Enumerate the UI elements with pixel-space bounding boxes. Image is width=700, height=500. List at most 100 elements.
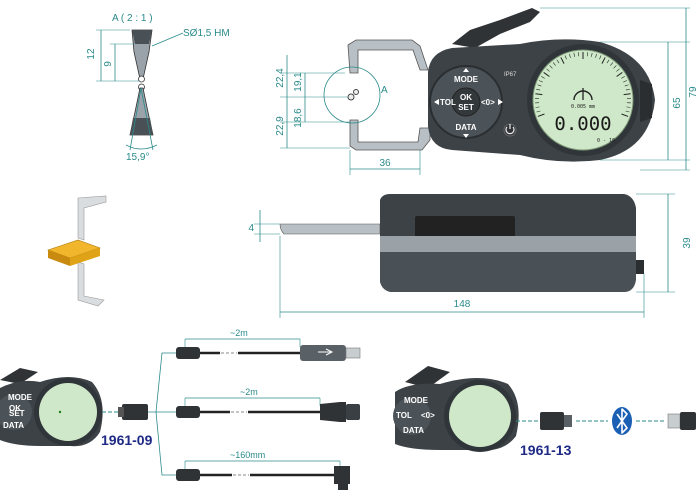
scale-tick [536,88,541,91]
usb-cable-length: ~2m [230,328,248,338]
lifting-lever [452,8,540,48]
zero-button-label: <0> [481,98,495,107]
usb-plug [300,345,346,361]
small-right-data: DATA [403,426,424,435]
scale-tick [616,72,623,77]
scale-tick [535,106,540,108]
wireless-diagram: MODE TOL <0> DATA 1961-13 [393,366,696,458]
rs232-cable: ~2m [176,387,360,422]
detail-dim-9: 9 [103,61,114,67]
tol-button[interactable]: TOL [434,98,456,107]
scale-tick [613,65,617,69]
data-button[interactable]: DATA [455,123,477,138]
dim-36: 36 [379,158,391,169]
bluetooth-adapter-1961-13 [540,412,564,430]
analog-scale [535,52,631,117]
scale-tick [543,72,550,77]
small-right-mode: MODE [404,396,429,405]
rs232-cable-length: ~2m [240,387,258,397]
scale-tick [624,84,629,87]
detail-marker-circle [323,66,381,124]
mode-button[interactable]: MODE [454,68,479,84]
rs232-plug [320,402,346,422]
ok-set-button[interactable]: OK SET [458,93,474,112]
display-resolution: 0.005 mm [571,104,595,110]
ok-label: OK [460,93,472,102]
short-cable: ~160mm [176,450,350,490]
lower-measuring-arm [349,119,431,151]
usb-bluetooth-dongle [667,412,696,430]
part-number-1961-13: 1961-13 [520,442,572,458]
small-right-tol: TOL [396,411,412,420]
detail-a-view: A ( 2 : 1 ) SØ1,5 HM 12 9 15,9° [86,13,230,163]
adapter-1961-09 [122,404,148,420]
small-left-set: SET [9,409,25,418]
scale-tick [539,80,543,83]
measuring-illustration [47,195,107,307]
scale-tick [549,65,553,69]
display-range: 0 - 10 [597,138,615,144]
small-left-mode: MODE [8,393,33,402]
scale-tick [560,57,565,64]
dim-22-9: 22,9 [275,116,286,136]
scale-tick [535,93,543,96]
scale-tick [537,84,542,87]
zero-button[interactable]: <0> [481,98,503,107]
small-gauge-left-display [39,383,97,441]
scale-tick [573,52,575,57]
tol-button-label: TOL [440,98,456,107]
usb-cable: ~2m [176,328,361,361]
detail-marker-label: A [381,85,388,96]
short-cable-plug [334,466,350,484]
detail-angle: 15,9° [126,152,149,163]
dim-65: 65 [672,97,683,109]
small-gauge-left-lever [0,368,38,384]
detail-title: A ( 2 : 1 ) [112,13,153,24]
dim-79: 79 [688,86,699,98]
scale-tick [623,93,631,96]
display-reading: 0.000 [554,113,611,135]
front-view: A MODE TOL OK SET <0> DATA IP67 [275,7,699,175]
side-view: 4 39 148 [248,193,693,318]
scale-tick [606,59,610,64]
scale-tick [591,52,593,57]
scale-tick [610,62,614,66]
power-button[interactable] [503,123,517,137]
part-number-1961-09: 1961-09 [101,432,153,448]
accessory-cables-diagram: MODE DATA OK SET 1961-09 ~2m ~ [0,328,361,490]
scale-tick [625,88,630,91]
small-gauge-right-lever [405,366,450,388]
ball-note: SØ1,5 HM [183,28,230,39]
mode-button-label: MODE [454,75,479,84]
scale-tick [564,55,567,60]
short-cable-length: ~160mm [230,450,265,460]
scale-tick [595,53,597,58]
scale-tick [616,68,620,72]
small-right-zero: <0> [421,411,435,420]
dim-39: 39 [682,237,693,249]
set-label: SET [458,103,474,112]
small-left-data: DATA [3,421,24,430]
scale-tick [621,113,629,117]
dim-18-6: 18,6 [293,108,304,128]
upper-ball-tip [138,75,145,83]
scale-tick [623,80,627,83]
scale-tick [537,113,545,117]
small-left-ok: OK [9,404,21,413]
dim-22-4: 22,4 [275,68,286,88]
scale-tick [546,68,550,72]
bluetooth-icon [612,407,632,435]
scale-tick [621,76,625,79]
side-view-button [636,260,644,274]
scale-tick [625,110,630,113]
data-button-label: DATA [455,123,476,132]
scale-tick [541,76,545,79]
small-gauge-right-display [449,385,511,447]
dim-19-1: 19,1 [293,72,304,92]
scale-tick [536,110,541,113]
scale-tick [626,106,631,108]
scale-tick [601,57,606,64]
ip-rating: IP67 [504,72,517,78]
scale-tick [556,59,560,64]
